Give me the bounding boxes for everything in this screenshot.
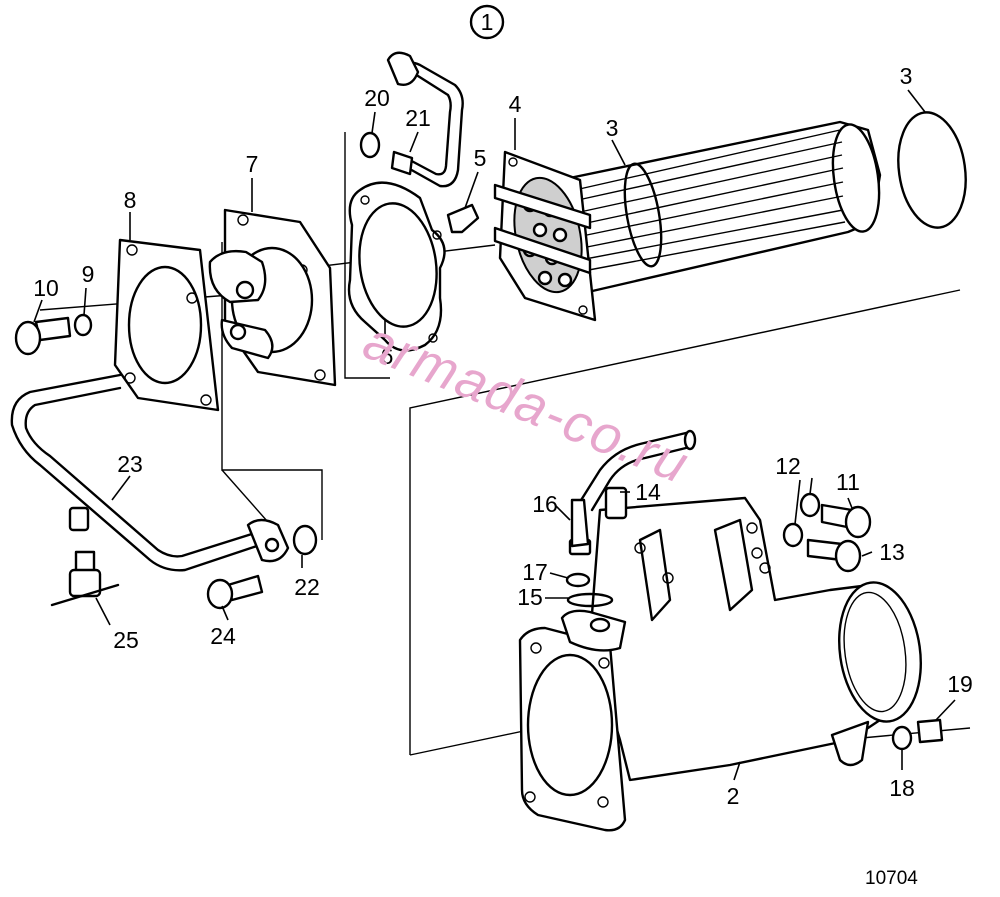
label-6: 6	[381, 343, 394, 369]
leader-lines	[33, 89, 956, 781]
label-8: 8	[124, 187, 137, 213]
o-ring-22	[292, 524, 318, 556]
label-12: 12	[775, 453, 801, 479]
label-13: 13	[879, 539, 905, 565]
bolt-24	[206, 574, 264, 610]
washer-9	[73, 313, 93, 337]
label-18: 18	[889, 775, 915, 801]
callout-circle-label: 1	[481, 9, 494, 35]
label-24: 24	[210, 623, 236, 649]
label-23: 23	[117, 451, 143, 477]
part-labels: 7 8 9 10 20 21 5 4 3 3 6 23 22 24 25 16 …	[33, 63, 973, 809]
label-2: 2	[727, 783, 740, 809]
small-hardware	[565, 486, 944, 751]
clip	[446, 203, 480, 234]
label-11: 11	[836, 469, 860, 495]
label-22: 22	[294, 574, 320, 600]
label-20: 20	[364, 85, 390, 111]
label-14: 14	[635, 479, 661, 505]
tube-plate	[493, 150, 597, 322]
callout-circle	[469, 4, 505, 40]
flange-adapter	[208, 208, 337, 387]
seal-ring-20	[359, 131, 381, 159]
watermark: armada-co.ru	[356, 310, 698, 495]
cooling-insert	[558, 120, 882, 297]
o-ring-right	[897, 111, 967, 229]
label-9: 9	[82, 261, 95, 287]
pipe-21	[386, 51, 464, 188]
label-5: 5	[474, 145, 487, 171]
label-3-left: 3	[606, 115, 619, 141]
label-19: 19	[947, 671, 973, 697]
label-10: 10	[33, 275, 59, 301]
flange-plate	[113, 238, 220, 412]
pipe-23	[10, 373, 290, 572]
label-17: 17	[522, 559, 548, 585]
drain-cock-25	[50, 550, 120, 607]
label-3-right: 3	[900, 63, 913, 89]
label-7: 7	[246, 151, 259, 177]
label-21: 21	[405, 105, 431, 131]
reference-number: 10704	[865, 868, 918, 889]
bolt-10	[14, 316, 72, 356]
label-16: 16	[532, 491, 558, 517]
label-15: 15	[517, 584, 543, 610]
gasket	[347, 181, 446, 352]
label-4: 4	[509, 91, 522, 117]
housing	[518, 429, 922, 832]
label-25: 25	[113, 627, 139, 653]
